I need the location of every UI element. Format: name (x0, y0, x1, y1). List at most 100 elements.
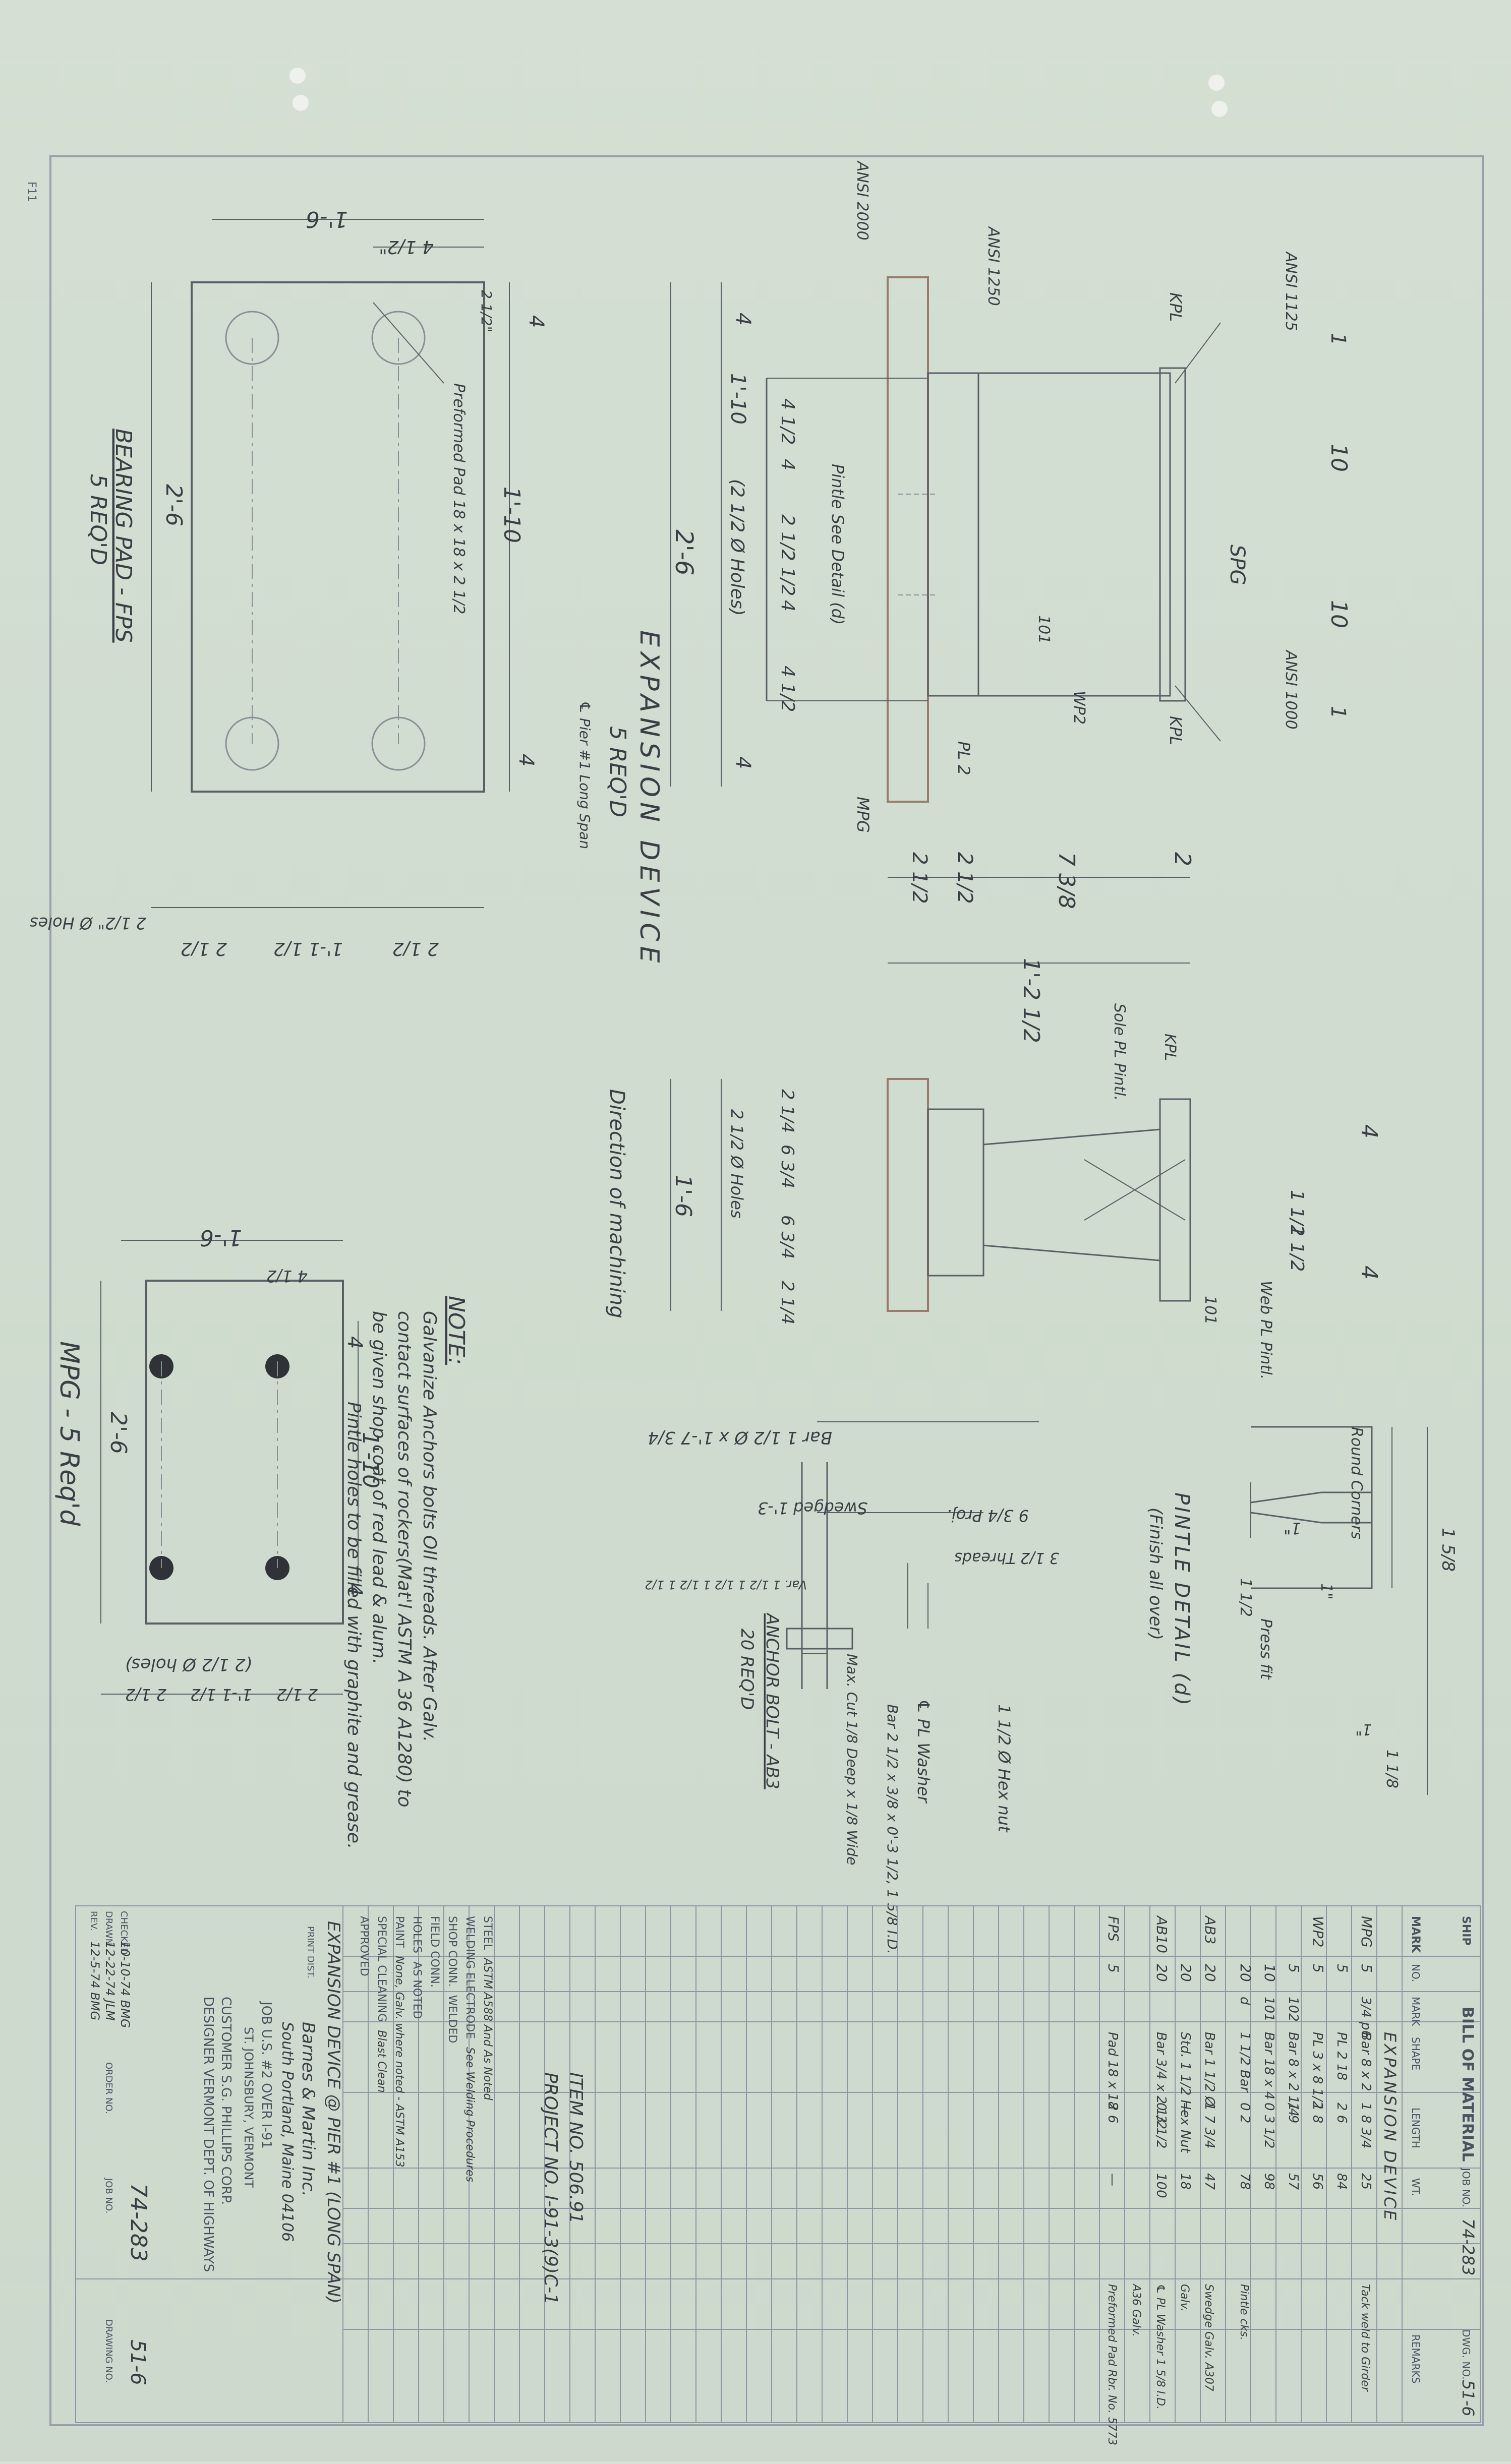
bom-cell-no: 5 (1310, 1964, 1326, 1973)
spec-paint: PAINTNone, Galv. where noted - ASTM A153 (393, 1916, 405, 2168)
exp-dim-mid-3: 2 1/2 (777, 514, 798, 561)
bom-cell-mk: 102 (1286, 1997, 1301, 2022)
end-dim-left-total: 1'-6 (670, 1175, 696, 1217)
exp-label-ansi2000: ANSI 2000 (853, 160, 871, 241)
bom-cell-shape: PL 2 18 (1334, 2032, 1349, 2080)
bom-header-remarks: REMARKS (1410, 2334, 1422, 2383)
pintle-dim-6: 1 5/8 (1438, 1528, 1458, 1572)
exp-dim-left-1: 4 (731, 313, 754, 325)
pintle-title: PINTLE DETAIL (d) (1170, 1492, 1193, 1707)
pintle-detail-view: PINTLE DETAIL (d) (Finish all over) Roun… (1145, 1426, 1458, 1795)
end-label-kpl: KPL (1161, 1034, 1179, 1061)
bom-cell-mk: 101 (1261, 1997, 1276, 2022)
pintle-dim-4: 1" (1355, 1720, 1372, 1738)
bom-cell-shape: Std. 1 1/2 Hex Nut (1178, 2032, 1193, 2153)
bearing-pad-dim-bottom-2: 1'-1 1/2 (273, 938, 343, 959)
anchor-proj: 9 3/4 Proj. (947, 1506, 1029, 1525)
bom-cell-len: 1 8 (1310, 2102, 1325, 2123)
exp-dim-bottom-4: 2 1/2 (908, 852, 931, 904)
title-job-no: JOB NO. (103, 2178, 114, 2213)
sheet-border (49, 155, 1484, 2426)
note-line-4: Pintle holes to be filled with graphite … (343, 1402, 364, 1849)
mpg-dim-bottom-2: 1'-1 1/2 (190, 1685, 252, 1704)
bearing-pad-title: BEARING PAD - FPS (110, 429, 136, 643)
exp-label-ansi1250: ANSI 1250 (984, 226, 1002, 306)
exp-pintle-label: Pintle See Detail (d) (828, 464, 847, 625)
title-rev: REV. (88, 1911, 99, 1931)
title-job-town: ST. JOHNSBURY, VERMONT (242, 2027, 256, 2188)
title-job: JOB U.S. #2 OVER I-91 (259, 2001, 274, 2149)
bom-cell-len: 1 7 3/4 (1202, 2102, 1217, 2148)
end-dim-2: 1 1/2 (1287, 1190, 1307, 1236)
punch-hole (1208, 75, 1225, 91)
bom-cell-no: 20 (1237, 1964, 1254, 1982)
exp-dim-mid-2: 4 (777, 459, 798, 470)
bom-header-mark: MARK (1409, 1916, 1422, 1953)
bearing-pad-subtitle: 5 REQ'D (85, 474, 111, 565)
anchor-bar: Bar 1 1/2 Ø x 1'-7 3/4 (648, 1427, 832, 1448)
end-label-sole: Sole PL Pintl. (1111, 1003, 1128, 1101)
mpg-holes: (2 1/2 Ø holes) (125, 1654, 253, 1674)
pintle-dim-5: 1 1/8 (1383, 1750, 1401, 1788)
bom-cell-wt: 47 (1202, 2173, 1217, 2190)
bom-cell-remarks: Galv. (1178, 2284, 1191, 2312)
bom-header-mark2: MARK (1410, 1997, 1422, 2026)
bom-cell-wt: — (1105, 2173, 1120, 2186)
mpg-view: 1'-6 4 1/2 4 1'-10 4 2'-6 MPG - 5 Req'd … (54, 1225, 383, 1704)
anchor-bolt-view: Bar 1 1/2 Ø x 1'-7 3/4 Swedged 1'-3 9 3/… (645, 1421, 1059, 1954)
anchor-nut (786, 1628, 853, 1650)
bom-cell-shape: Pad 18 x 18 (1105, 2032, 1120, 2110)
bearing-pad-view: 1'-6 4 1/2" 2 1/2" 4 Preformed Pad 18 x … (30, 206, 548, 959)
bom-cell-no: 20 (1153, 1964, 1170, 1982)
exp-dim-mid-6: 4 1/2 (777, 666, 798, 712)
note-line-1: Galvanize Anchors bolts OIl threads. Aft… (419, 1311, 440, 1742)
mpg-dim-edge: 4 (343, 1336, 366, 1349)
bom-cell-wt: 25 (1358, 2173, 1373, 2190)
exp-part-mpg: MPG (853, 797, 873, 833)
pintle-body (1250, 1491, 1373, 1524)
note-title: NOTE: (443, 1296, 469, 1365)
bearing-pad-callout: Preformed Pad 18 x 18 x 2 1/2 (450, 383, 468, 614)
bom-cell-wt: 56 (1310, 2173, 1325, 2190)
mpg-outline (145, 1280, 344, 1625)
bom-dwg-no: 51-6 (1459, 2380, 1478, 2417)
bom-title: BILL OF MATERIAL (1459, 2007, 1476, 2161)
spec-steel: STEELASTM A588 And As Noted (481, 1916, 494, 2100)
exp-dim-bottom-total: 1'-2 1/2 (1018, 958, 1044, 1043)
bom-cell-remarks: ℄ PL Washer 1 5/8 I.D. (1154, 2284, 1167, 2410)
girder-flange (1159, 367, 1186, 702)
bom-cell-len: 0 3 1/2 (1261, 2102, 1276, 2148)
bom-cell-no: 10 (1261, 1964, 1278, 1982)
pintle-dim-2: 1 1/2 (1237, 1578, 1254, 1617)
anchor-swedged: Swedged 1'-3 (758, 1498, 867, 1518)
end-view-sole (927, 1108, 984, 1277)
bom-cell-shape: Bar 8 x 2 (1358, 2032, 1373, 2091)
exp-title: EXPANSION DEVICE (634, 630, 664, 968)
exp-note: ℄ Pier #1 Long Span (576, 701, 593, 849)
bom-cell-mark: AB3 (1202, 1915, 1218, 1944)
bom-cell-mk: 3/4 p6 (1358, 1997, 1373, 2038)
mpg-dim-bottom-1: 2 1/2 (125, 1685, 166, 1704)
title-print-dist: PRINT DIST. (305, 1926, 316, 1978)
exp-dim-bottom-2: 7 3/8 (1054, 852, 1079, 909)
bom-cell-wt: 18 (1178, 2173, 1193, 2190)
end-dim-left-3: 6 3/4 (777, 1215, 797, 1259)
bom-cell-wt: 100 (1153, 2173, 1169, 2198)
title-drawn: DRAWN (103, 1911, 114, 1945)
exp-label-ansi1125: ANSI 1125 (1282, 251, 1300, 331)
pintle-round-corners: Round Corners (1348, 1427, 1365, 1539)
bom-cell-shape: PL 3 x 8 1/2 (1310, 2032, 1325, 2110)
title-location: South Portland, Maine 04106 (278, 2022, 296, 2242)
end-view-web (1159, 1098, 1191, 1302)
bearing-pad-holes: 2 1/2" Ø Holes (30, 914, 146, 933)
title-line: EXPANSION DEVICE @ PIER #1 (LONG SPAN) (323, 1921, 343, 2304)
end-dim-left-2: 6 3/4 (777, 1145, 797, 1188)
bearing-pad-dim-offset: 4 1/2" (379, 236, 434, 257)
exp-dim-mid-1: 4 1/2 (777, 398, 798, 445)
bom-cell-mark: FPS (1105, 1916, 1122, 1942)
end-view-base (887, 1078, 929, 1312)
exp-dim-left-4: 4 (731, 756, 754, 769)
exp-dim-right-1: 1 (1326, 333, 1350, 345)
bom-cell-shape: Bar 18 x 4 (1261, 2032, 1276, 2099)
title-dwg-bottom: 74-283 (126, 2183, 151, 2262)
